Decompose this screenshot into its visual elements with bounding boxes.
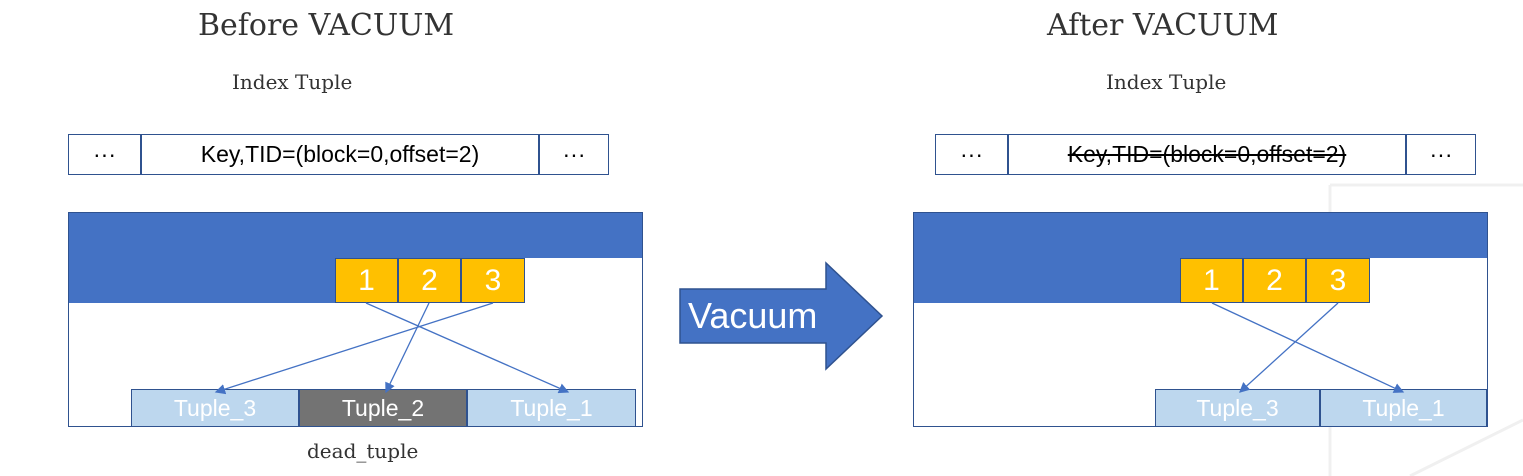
before-index-label: Index Tuple xyxy=(232,70,353,94)
tuple-1: Tuple_1 xyxy=(467,389,636,427)
index-cell-key-tid-removed: Key,TID=(block=0,offset=2) xyxy=(1008,134,1406,175)
index-cell-ellipsis: ··· xyxy=(68,134,141,175)
line-pointer-3: 3 xyxy=(461,258,525,303)
line-pointer-1: 1 xyxy=(1180,258,1243,303)
after-index-label: Index Tuple xyxy=(1106,70,1227,94)
after-title: After VACUUM xyxy=(1047,8,1279,43)
line-pointer-3: 3 xyxy=(1306,258,1370,303)
line-pointer-2: 2 xyxy=(398,258,461,303)
index-cell-key-tid: Key,TID=(block=0,offset=2) xyxy=(141,134,539,175)
before-title: Before VACUUM xyxy=(198,8,455,43)
tuple-3: Tuple_3 xyxy=(131,389,299,427)
page-header-bar xyxy=(914,213,1487,258)
tuple-2-dead: Tuple_2 xyxy=(299,389,467,427)
tuple-3: Tuple_3 xyxy=(1155,389,1320,427)
pointer-1-to-tuple-1 xyxy=(365,302,570,394)
page-header-bar xyxy=(69,213,642,258)
line-pointer-2: 2 xyxy=(1243,258,1306,303)
index-cell-ellipsis: ··· xyxy=(539,134,609,175)
page-header-bar-lower xyxy=(914,258,1180,303)
pointer-3-to-tuple-3 xyxy=(214,302,494,395)
pointer-2-to-tuple-2 xyxy=(385,302,430,394)
vacuum-arrow-label: Vacuum xyxy=(688,295,818,336)
index-cell-ellipsis: ··· xyxy=(1406,134,1476,175)
dead-tuple-label: dead_tuple xyxy=(307,439,419,463)
line-pointer-1: 1 xyxy=(335,258,398,303)
pointer-1-to-tuple-1 xyxy=(1211,302,1405,393)
pointer-3-to-tuple-3 xyxy=(1239,302,1339,393)
page-header-bar-lower xyxy=(69,258,335,303)
index-cell-ellipsis: ··· xyxy=(935,134,1008,175)
